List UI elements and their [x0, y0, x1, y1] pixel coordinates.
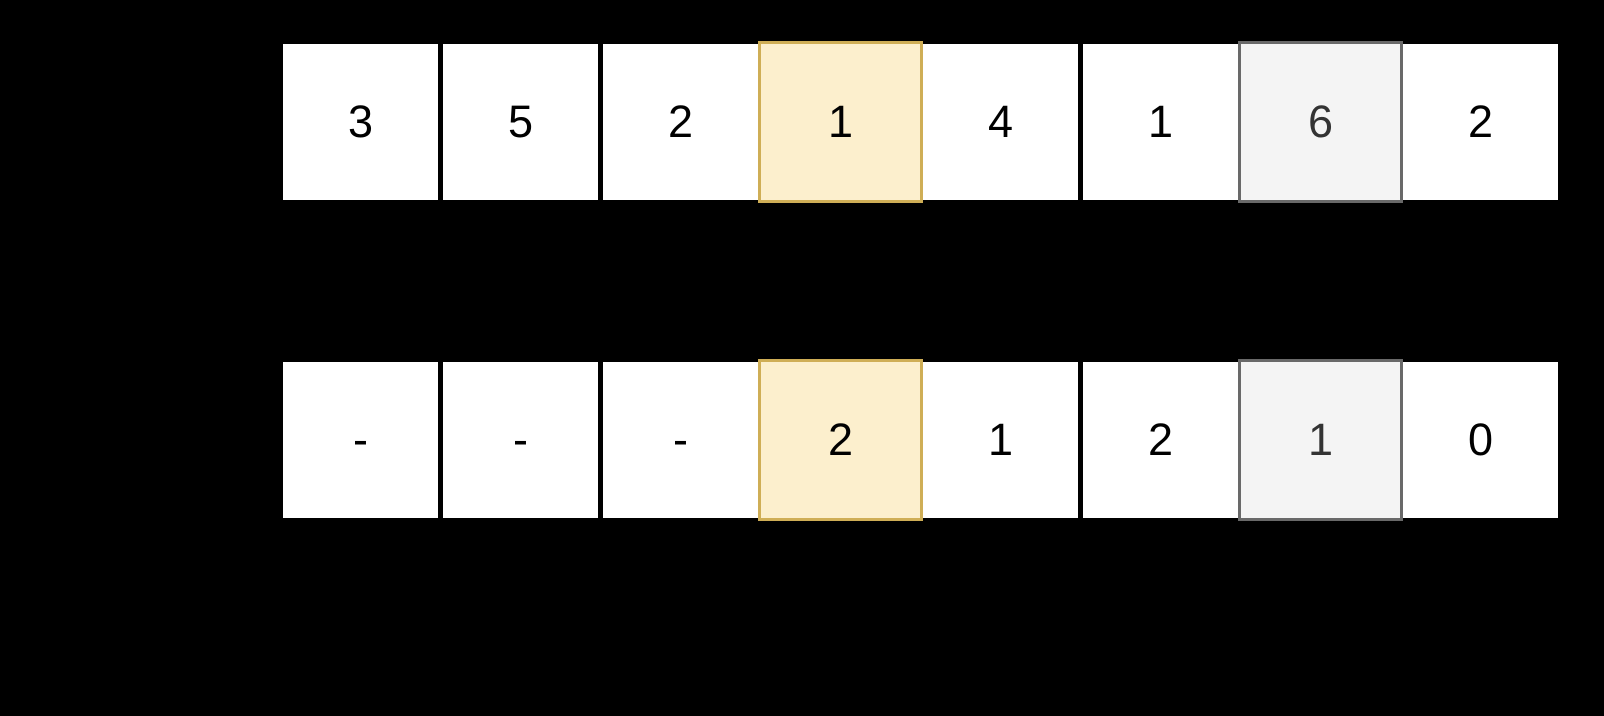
- array-cell: 2: [603, 44, 758, 200]
- array-cell: 1: [1083, 44, 1238, 200]
- input-array-row: 3 5 2 1 4 1 6 2: [283, 41, 1558, 203]
- array-cell: 3: [283, 44, 438, 200]
- array-cell: 0: [1403, 362, 1558, 518]
- array-cell: -: [603, 362, 758, 518]
- array-cell-highlighted-yellow: 2: [758, 359, 923, 521]
- array-cell: 2: [1083, 362, 1238, 518]
- array-cell: -: [443, 362, 598, 518]
- array-cell: 4: [923, 44, 1078, 200]
- array-cell: 2: [1403, 44, 1558, 200]
- array-cell-highlighted-gray: 6: [1238, 41, 1403, 203]
- array-cell-highlighted-gray: 1: [1238, 359, 1403, 521]
- array-cell-highlighted-yellow: 1: [758, 41, 923, 203]
- array-cell: 5: [443, 44, 598, 200]
- dp-array-row: - - - 2 1 2 1 0: [283, 359, 1558, 521]
- array-cell: 1: [923, 362, 1078, 518]
- array-cell: -: [283, 362, 438, 518]
